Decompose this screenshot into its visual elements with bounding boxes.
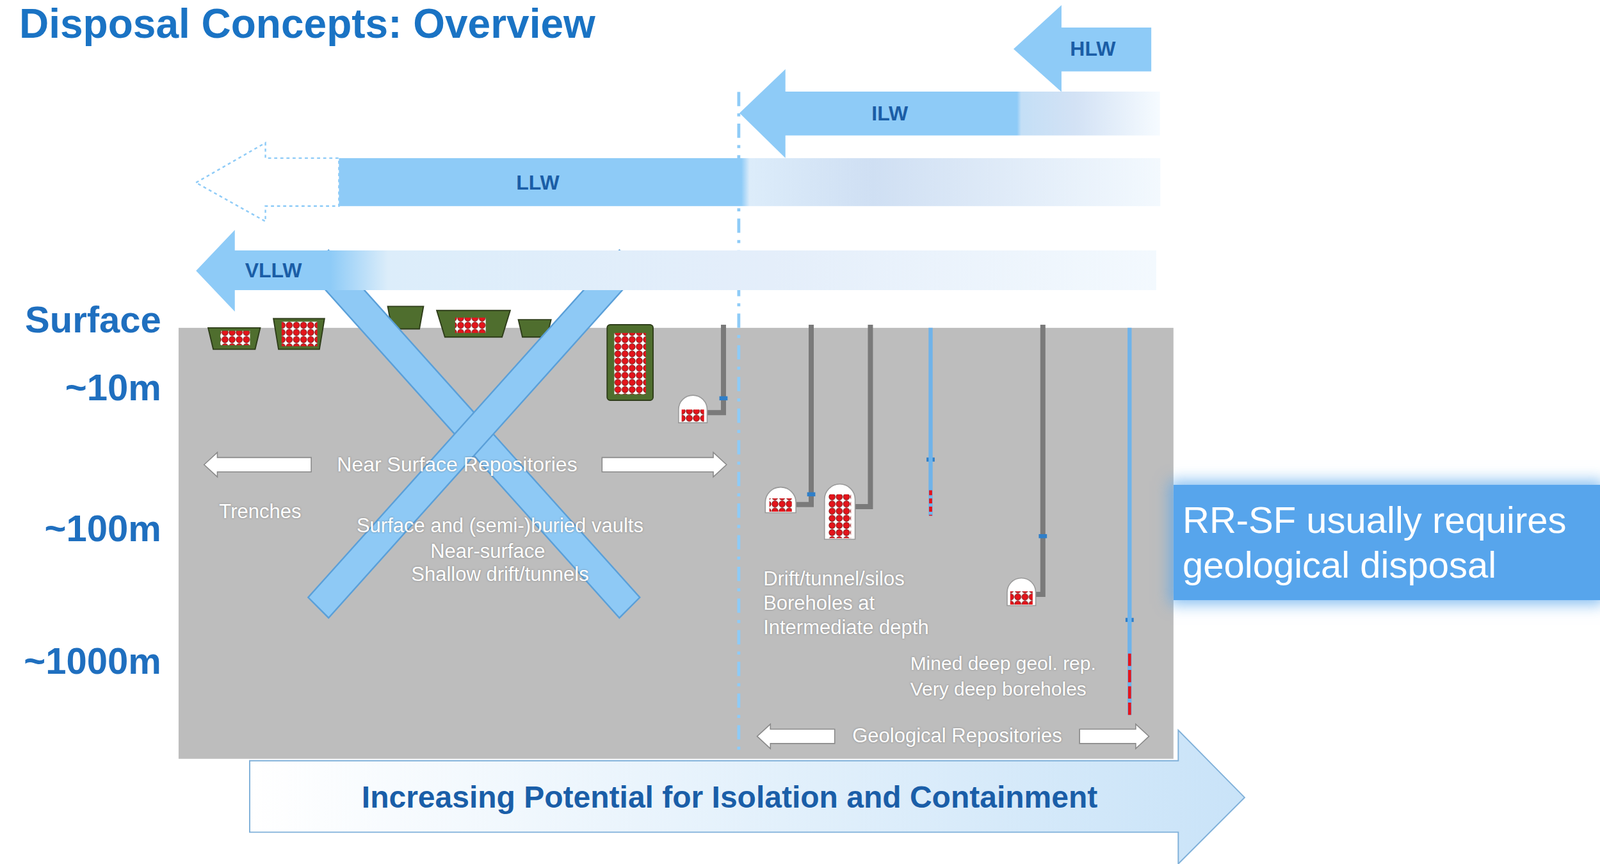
region-label: Geological Repositories [852,724,1062,748]
waste-class-arrow: VLLW [193,229,1159,312]
arrow-label: VLLW [245,258,303,283]
concept-label: Intermediate depth [763,615,930,639]
pipes [706,324,1043,595]
depth-label: ~100m [44,507,162,550]
arrow-label: HLW [1069,37,1116,61]
waste-class-arrow: ILW [739,69,1161,159]
arrow-shape [1013,5,1152,92]
tunnel-domes [678,395,1036,606]
arrow-label: ILW [871,101,908,126]
arrow-shape [249,729,1245,864]
depth-label: Surface [24,298,162,342]
arrow-shape [338,158,1161,207]
concept-label: Near-surface [430,539,545,563]
arrow-graphic [193,142,1162,223]
callout-box: RR-SF usually requires geological dispos… [1173,484,1600,600]
ground [178,327,1174,759]
shaft-marks [719,396,1134,622]
arrow-graphic [193,229,1159,312]
region-label: Near Surface Repositories [336,452,577,477]
concept-label: Mined deep geol. rep. [910,652,1097,675]
concept-label: Trenches [218,500,301,524]
concept-label: Surface and (semi-)buried vaults [356,514,644,538]
range-arrows [204,452,1150,748]
cross-out [307,250,640,618]
depth-label: ~10m [65,366,162,410]
callout-text: RR-SF usually requires geological dispos… [1182,497,1592,587]
waste-class-arrow: LLW [193,142,1162,223]
concept-label: Very deep boreholes [910,678,1087,701]
arrow-shape [739,69,1161,159]
concept-label: Shallow drift/tunnels [411,562,589,586]
title: Disposal Concepts: Overview [19,1,596,47]
trend-arrow: Increasing Potential for Isolation and C… [249,729,1245,864]
waste-class-arrow: HLW [1013,5,1152,92]
arrow-outline [195,142,339,222]
arrow-shape [195,229,1157,312]
concept-label: Drift/tunnel/silos [763,567,905,591]
arrow-graphic [739,69,1161,159]
arrow-label: Increasing Potential for Isolation and C… [361,779,1098,815]
arrow-label: LLW [516,170,560,195]
concept-label: Boreholes at [763,591,875,615]
depth-label: ~1000m [23,639,161,683]
